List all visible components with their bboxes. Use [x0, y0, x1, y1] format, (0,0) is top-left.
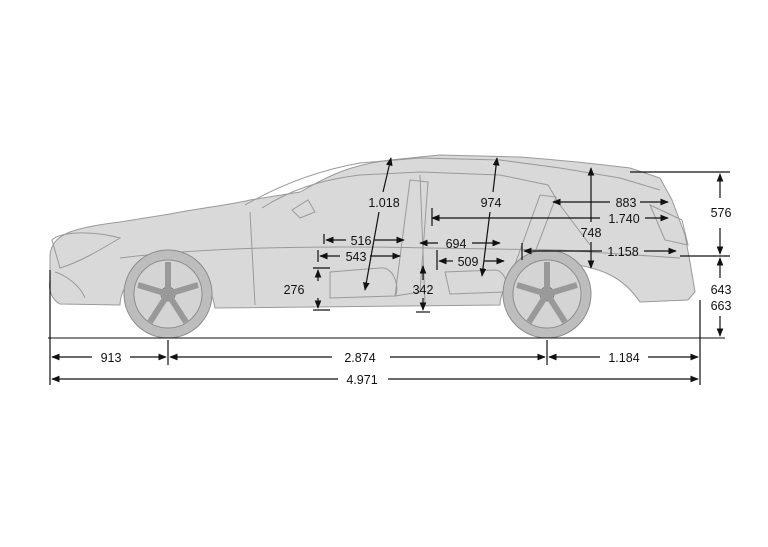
- sill-height-a-label: 643: [711, 283, 732, 297]
- sill-height-b-label: 663: [711, 299, 732, 313]
- rear-legroom-a-label: 694: [446, 237, 467, 251]
- cargo-height-label: 748: [581, 226, 602, 240]
- cargo-length-upper-label: 883: [616, 196, 637, 210]
- overall-length-label: 4.971: [346, 373, 377, 387]
- length-dimensions: 913 2.874 1.184 4.971: [49, 270, 701, 387]
- front-seat-height-label: 276: [284, 283, 305, 297]
- height-dimensions: 576 643 663: [630, 171, 732, 337]
- interior-dimensions: 1.018 974 883 1.740 748 1.158 516 543: [284, 157, 677, 313]
- front-headroom-label: 1.018: [368, 196, 399, 210]
- rear-overhang-label: 1.184: [608, 351, 639, 365]
- wheelbase-label: 2.874: [344, 351, 375, 365]
- rear-height-label: 576: [711, 206, 732, 220]
- front-seat-distance-b-label: 543: [346, 250, 367, 264]
- rear-legroom-b-label: 509: [458, 255, 479, 269]
- cargo-length-lower-label: 1.158: [607, 245, 638, 259]
- front-wheel: [123, 249, 213, 339]
- front-seat-distance-a-label: 516: [351, 234, 372, 248]
- rear-seat-height-label: 342: [413, 283, 434, 297]
- rear-headroom-label: 974: [481, 196, 502, 210]
- rear-wheel: [502, 249, 592, 339]
- cargo-length-seats-up-label: 1.740: [608, 212, 639, 226]
- front-overhang-label: 913: [101, 351, 122, 365]
